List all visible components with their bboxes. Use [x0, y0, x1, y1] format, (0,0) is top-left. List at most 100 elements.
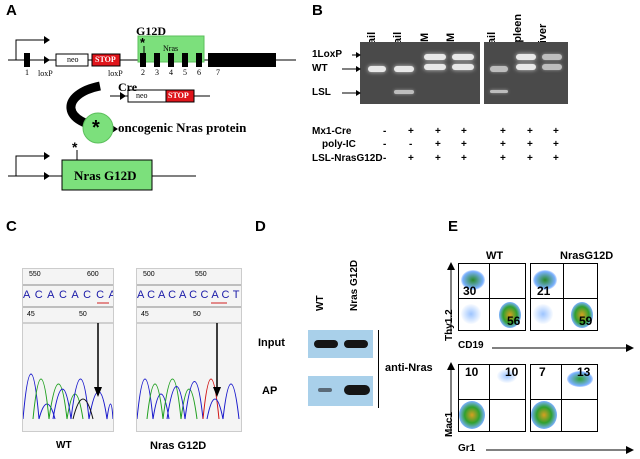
- cell: +: [408, 153, 414, 164]
- tick-label: 600: [87, 271, 99, 278]
- tick-label: 550: [195, 271, 207, 278]
- exon-4-label: 4: [169, 68, 173, 77]
- exon-2-label: 2: [141, 68, 145, 77]
- population-blob: [567, 371, 593, 387]
- axis-x-gr1: Gr1: [458, 443, 476, 454]
- exon-6-label: 6: [197, 68, 201, 77]
- value-mutant-cd19: 59: [579, 314, 593, 328]
- cell: -: [383, 139, 387, 150]
- cell: +: [461, 126, 467, 137]
- group-label-mutant: NrasG12D: [560, 250, 614, 262]
- population-blob: [499, 302, 521, 328]
- mutant-trace: [137, 284, 241, 420]
- exon-1-label: 1: [25, 68, 29, 77]
- row-input-label: Input: [258, 337, 285, 349]
- band-1loxp-lane7: [542, 54, 562, 60]
- band-1loxp-lane4: [452, 54, 474, 60]
- tick-label: 45: [27, 311, 35, 318]
- value-mutant-thy: 21: [537, 284, 551, 298]
- band-ap-mutant: [344, 385, 370, 395]
- excised-neo-label: neo: [136, 91, 148, 100]
- top-axis-arrows: [447, 262, 634, 352]
- cre-label: Cre: [118, 80, 138, 94]
- group-label-wt: WT: [486, 250, 504, 262]
- cell: +: [461, 139, 467, 150]
- population-blob: [461, 270, 485, 290]
- cell: +: [553, 139, 559, 150]
- allele-label: Nras G12D: [74, 168, 137, 183]
- gene-label: Nras: [163, 44, 179, 53]
- cell: +: [527, 126, 533, 137]
- value-wt-thy: 30: [463, 284, 477, 298]
- row-label-polyic: poly-IC: [322, 139, 356, 150]
- value-wt-mac1: 10: [465, 365, 479, 379]
- cell: +: [461, 153, 467, 164]
- population-blob: [531, 401, 557, 429]
- row-ap-label: AP: [262, 385, 278, 397]
- band-label-1loxp: 1LoxP: [312, 49, 343, 60]
- cell: +: [408, 126, 414, 137]
- allele-asterisk: *: [72, 139, 78, 155]
- neo-label: neo: [67, 55, 79, 64]
- quadrant-line: [531, 399, 597, 400]
- band-1loxp-lane3: [424, 54, 446, 60]
- cell: +: [553, 153, 559, 164]
- band-wt-lane6: [516, 64, 536, 70]
- loxp-label-1: loxP: [38, 69, 53, 78]
- wt-sequence: A C A C A C C A C: [23, 289, 113, 301]
- value-mutant-mac1: 7: [539, 365, 546, 379]
- cell: +: [435, 126, 441, 137]
- blot-ap: [308, 376, 373, 406]
- cell: +: [527, 153, 533, 164]
- chromatogram-wt: 550 600 A C A C A C C A C 45 50: [22, 268, 114, 432]
- quadrant-line: [563, 264, 564, 330]
- cell: +: [500, 126, 506, 137]
- band-input-wt: [314, 340, 338, 348]
- bracket-line: [378, 330, 379, 408]
- band-input-mutant: [344, 340, 368, 348]
- exon-7-label: 7: [216, 68, 220, 77]
- band-wt-lane2: [394, 66, 414, 72]
- cell: +: [500, 139, 506, 150]
- cell: +: [435, 139, 441, 150]
- mutation-label: G12D: [136, 24, 166, 38]
- bottom-axis-arrows: [447, 362, 634, 454]
- excised-stop-label: STOP: [168, 91, 189, 100]
- cell: +: [553, 126, 559, 137]
- panel-label-c: C: [6, 218, 17, 235]
- tick-label: 500: [143, 271, 155, 278]
- tick-label: 50: [193, 311, 201, 318]
- exon-5-label: 5: [183, 68, 187, 77]
- population-blob: [533, 304, 553, 324]
- construct-diagram: [8, 35, 296, 191]
- cell: -: [383, 126, 387, 137]
- band-ap-wt: [318, 388, 332, 392]
- protein-label: oncogenic Nras protein: [118, 120, 247, 135]
- row-label-mx1cre: Mx1-Cre: [312, 126, 352, 137]
- quadrant-line: [459, 399, 525, 400]
- caption-wt: WT: [56, 440, 72, 451]
- row-label-lsl: LSL-NrasG12D: [312, 153, 383, 164]
- band-wt-lane7: [542, 64, 562, 70]
- exon-3-label: 3: [155, 68, 159, 77]
- blot-input: [308, 330, 373, 358]
- cell: +: [500, 153, 506, 164]
- value-mutant-gr1: 13: [577, 365, 591, 379]
- flow-plot-wt-top: 30 56: [458, 263, 526, 331]
- population-blob: [461, 304, 481, 324]
- gel-image-right: [484, 42, 568, 104]
- blot-col-mutant: Nras G12D: [349, 259, 360, 311]
- quadrant-line: [489, 365, 490, 431]
- population-blob: [533, 270, 557, 290]
- band-lsl-lane2: [394, 90, 414, 94]
- caption-mutant: Nras G12D: [150, 440, 207, 452]
- band-wt-lane3: [424, 64, 446, 70]
- tick-label: 45: [141, 311, 149, 318]
- band-label-wt: WT: [312, 63, 328, 74]
- cell: +: [435, 153, 441, 164]
- asterisk-mark: *: [140, 35, 146, 50]
- cell: -: [409, 139, 413, 150]
- axis-x-cd19: CD19: [458, 340, 484, 351]
- mutant-sequence: A C A C A C C A C T C: [137, 289, 242, 301]
- band-1loxp-lane6: [516, 54, 536, 60]
